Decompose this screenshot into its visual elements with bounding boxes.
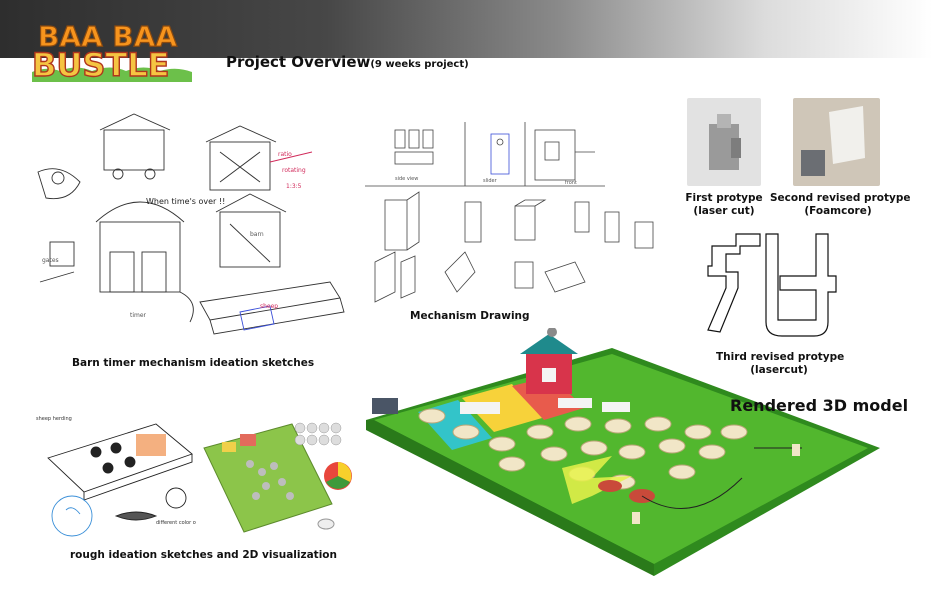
third-prototype-caption: Third revised protype (lasercut) bbox=[716, 351, 845, 377]
rough-ideation-sketch: sheep herding different color of sheep bbox=[36, 412, 214, 544]
rendered-3d-model bbox=[362, 327, 882, 576]
mechanism-drawing-image: side view slider front bbox=[365, 122, 665, 304]
title-sub: (9 weeks project) bbox=[370, 59, 469, 70]
first-prototype-photo bbox=[687, 98, 761, 186]
third-prototype-line2: (lasercut) bbox=[750, 364, 808, 376]
svg-text:side view: side view bbox=[395, 176, 418, 182]
svg-text:gates: gates bbox=[42, 257, 59, 264]
page-title: Project Overview(9 weeks project) bbox=[226, 52, 469, 71]
logo-line2: BUSTLE bbox=[32, 46, 170, 84]
second-prototype-line2: (Foamcore) bbox=[804, 205, 872, 217]
rough-sketch-caption: rough ideation sketches and 2D visualiza… bbox=[70, 549, 337, 561]
first-prototype-line1: First protype bbox=[685, 192, 763, 204]
svg-text:rotating: rotating bbox=[282, 167, 306, 174]
first-prototype-caption: First protype (laser cut) bbox=[680, 192, 768, 218]
second-prototype-photo bbox=[793, 98, 880, 186]
barn-sketches-image: ratio rotating 1:3:5 sheep gates timer barn W… bbox=[30, 112, 360, 352]
svg-text:sheep: sheep bbox=[260, 303, 278, 310]
first-prototype-line2: (laser cut) bbox=[693, 205, 755, 217]
svg-text:sheep herding: sheep herding bbox=[36, 416, 72, 422]
header-banner bbox=[0, 0, 933, 58]
title-main: Project Overview bbox=[226, 53, 371, 71]
game-logo: BAA BAA BUSTLE bbox=[26, 14, 196, 86]
logo-line1: BAA BAA bbox=[38, 20, 177, 53]
svg-text:ratio: ratio bbox=[278, 151, 292, 158]
svg-text:different color of sheep: different color of sheep bbox=[156, 520, 196, 526]
svg-text:timer: timer bbox=[130, 312, 147, 319]
svg-text:front: front bbox=[565, 180, 577, 186]
sketch-annotation: When time's over !! bbox=[146, 197, 225, 206]
svg-text:slider: slider bbox=[483, 178, 498, 184]
svg-text:1:3:5: 1:3:5 bbox=[286, 183, 302, 190]
second-prototype-caption: Second revised protype (Foamcore) bbox=[770, 192, 911, 218]
mechanism-caption: Mechanism Drawing bbox=[410, 310, 530, 322]
svg-text:barn: barn bbox=[250, 231, 264, 238]
second-prototype-line1: Second revised protype bbox=[770, 192, 911, 204]
visualization-2d bbox=[200, 420, 358, 540]
barn-sketches-caption: Barn timer mechanism ideation sketches bbox=[72, 357, 315, 369]
third-prototype-line1: Third revised protype bbox=[716, 351, 845, 363]
third-prototype-drawing bbox=[706, 232, 838, 340]
render-title: Rendered 3D model bbox=[730, 396, 909, 415]
